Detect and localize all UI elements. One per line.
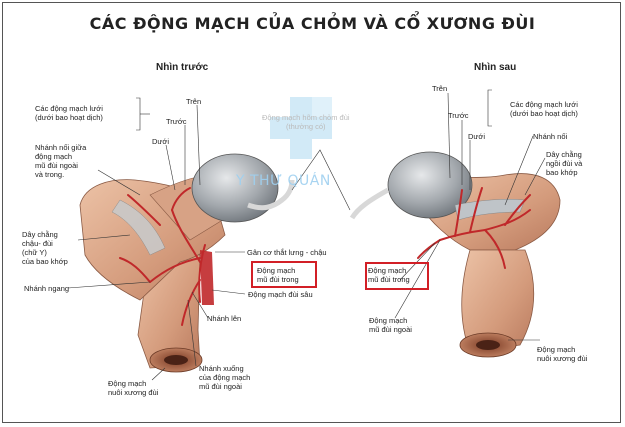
back-label-mu-ngoai: Động mạch mũ đùi ngoài xyxy=(369,316,412,334)
watermark-text: Y THƯ QUÁN xyxy=(236,173,331,189)
front-label-xuong: Nhánh xuống của động mạch mũ đùi ngoài xyxy=(199,364,251,391)
front-label-day-chang: Dây chằng chậu- đùi (chữ Y) của bao khớp xyxy=(22,230,68,266)
back-label-luoi: Các động mạch lưới (dưới bao hoạt dịch) xyxy=(510,100,578,118)
front-label-noi: Nhánh nối giữa động mạch mũ đùi ngoài và… xyxy=(35,143,87,179)
back-leader-lines xyxy=(394,89,546,341)
watermark-logo xyxy=(270,97,332,159)
diagram-title: CÁC ĐỘNG MẠCH CỦA CHỎM VÀ CỔ XƯƠNG ĐÙI xyxy=(89,14,536,33)
front-label-nuoi: Động mạch nuôi xương đùi xyxy=(108,379,159,397)
highlight-box-front-medial-circumflex xyxy=(251,261,317,288)
back-label-mu-trong: Động mạch mũ đùi trong xyxy=(368,266,410,284)
back-femur xyxy=(349,151,561,358)
front-label-mu-trong: Động mạch mũ đùi trong xyxy=(257,266,299,284)
front-leader-lines xyxy=(67,97,246,381)
center-label-fovea-artery: Động mạch hõm chỏm đùi (thường có) xyxy=(262,113,350,131)
back-label-day-chang: Dây chằng ngồi đùi và bao khớp xyxy=(546,150,583,177)
back-label-truoc: Trước xyxy=(448,111,469,120)
back-label-duoi: Dưới xyxy=(468,132,486,141)
front-label-gan-co: Gân cơ thắt lưng - chậu xyxy=(247,248,327,257)
back-label-nuoi: Động mạch nuôi xương đùi xyxy=(537,345,588,363)
back-label-noi: Nhánh nối xyxy=(533,132,568,141)
front-label-tren: Trên xyxy=(186,97,202,106)
front-view-heading: Nhìn trước xyxy=(156,62,209,73)
front-label-ngang: Nhánh ngang xyxy=(24,284,70,293)
front-femur xyxy=(79,153,295,373)
front-label-len: Nhánh lên xyxy=(207,314,242,323)
front-label-dui-sau: Động mạch đùi sâu xyxy=(248,290,313,299)
front-label-duoi: Dưới xyxy=(152,137,170,146)
highlight-box-back-medial-circumflex xyxy=(365,262,429,290)
back-view-heading: Nhìn sau xyxy=(474,62,517,73)
front-label-truoc: Trước xyxy=(166,117,187,126)
back-label-tren: Trên xyxy=(432,84,448,93)
front-label-luoi: Các động mạch lưới (dưới bao hoạt dịch) xyxy=(35,104,103,122)
